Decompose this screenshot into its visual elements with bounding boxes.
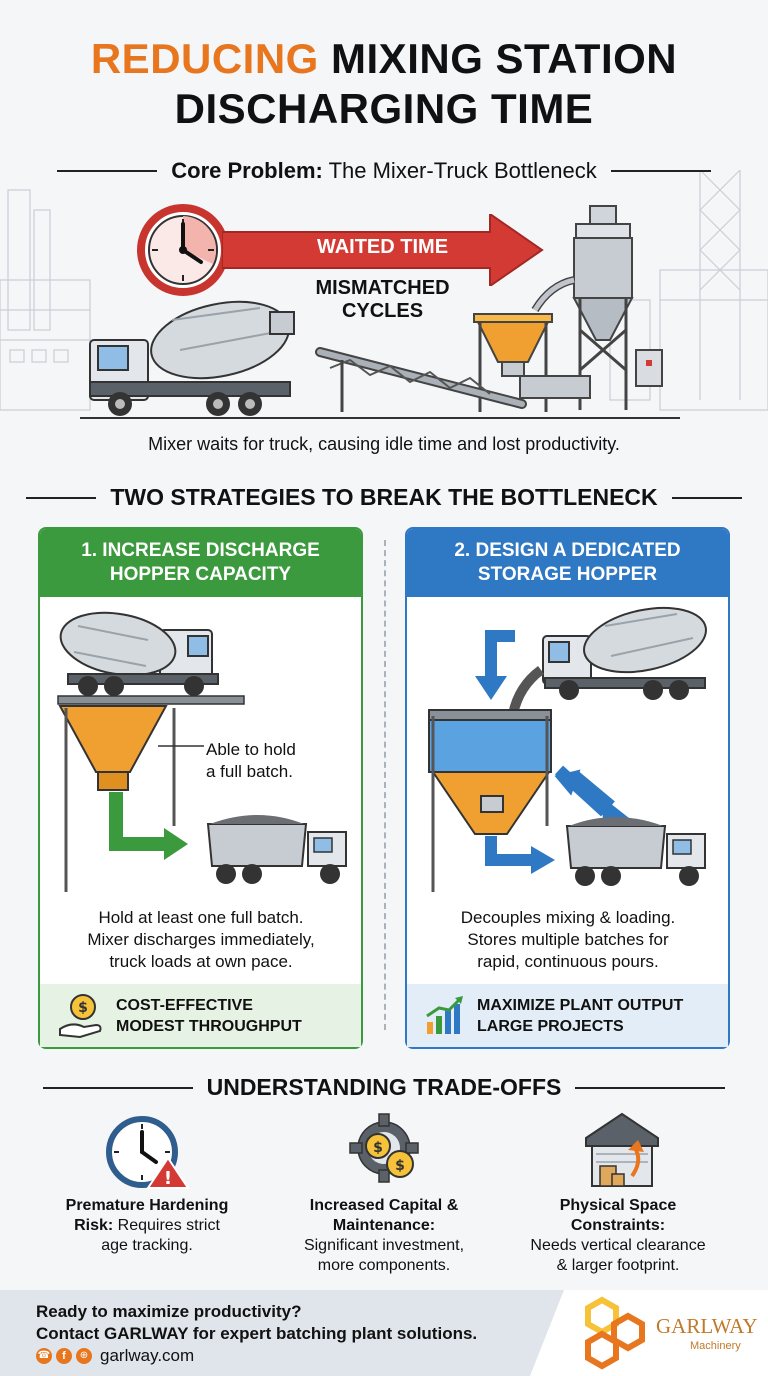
coin-hand-icon: $: [59, 993, 102, 1038]
tradeoff-item-space: Physical Space Constraints: Needs vertic…: [530, 1197, 706, 1274]
tradeoff-item-hardening: Premature Hardening Risk: Requires stric…: [65, 1197, 229, 1254]
strategy-benefit: MAXIMIZE PLANT OUTPUT LARGE PROJECTS: [407, 984, 728, 1047]
mixer-truck-icon: [542, 606, 707, 700]
svg-text:!: !: [164, 1168, 172, 1189]
title-line2: DISCHARGING TIME: [174, 85, 594, 132]
phone-icon[interactable]: ☎: [36, 1348, 52, 1364]
silo-icon: [531, 205, 663, 410]
mixer-truck-scene: [80, 205, 680, 419]
blue-arrow-icon: [475, 676, 507, 700]
mismatched-cycles-label: MISMATCHED CYCLES: [315, 277, 450, 322]
tradeoffs-heading: UNDERSTANDING TRADE-OFFS: [0, 1074, 768, 1101]
svg-text:$: $: [78, 1000, 88, 1016]
waited-time-label: WAITED TIME: [316, 236, 449, 258]
strategy-title: 2. DESIGN A DEDICATED STORAGE HOPPER: [407, 529, 728, 597]
growth-chart-icon: [426, 995, 463, 1034]
gear-money-icon: $ $: [349, 1113, 419, 1183]
mixer-truck-icon: [59, 611, 219, 696]
warehouse-space-icon: [585, 1112, 659, 1187]
title-accent: REDUCING: [90, 35, 319, 82]
strategies-heading: TWO STRATEGIES TO BREAK THE BOTTLENECK: [0, 484, 768, 511]
globe-icon[interactable]: ⊕: [76, 1348, 92, 1364]
large-hopper-illustration: [57, 611, 347, 892]
cta-question: Ready to maximize productivity?: [36, 1302, 302, 1321]
strategy-description: Decouples mixing & loading. Stores multi…: [460, 908, 676, 971]
logo-subtitle: Machinery: [690, 1340, 741, 1352]
benefit-line1: MAXIMIZE PLANT OUTPUT: [477, 996, 684, 1014]
hopper-callout: Able to hold a full batch.: [206, 740, 296, 781]
page-title: REDUCING MIXING STATION DISCHARGING TIME: [0, 34, 768, 134]
website-link[interactable]: garlway.com: [100, 1346, 195, 1365]
dump-truck-icon: [206, 815, 347, 884]
storage-hopper-illustration: [428, 606, 707, 892]
benefit-line2: MODEST THROUGHPUT: [116, 1017, 302, 1035]
benefit-line1: COST-EFFECTIVE: [116, 996, 253, 1014]
core-problem-caption: Mixer waits for truck, causing idle time…: [148, 434, 620, 454]
title-line1-rest: MIXING STATION: [331, 35, 678, 82]
clock-warning-icon: !: [106, 1116, 190, 1189]
clock-icon: [137, 204, 229, 296]
storage-hopper-icon: [428, 709, 552, 892]
facebook-icon[interactable]: f: [56, 1348, 72, 1364]
mixer-truck-icon: [89, 300, 295, 416]
core-problem-subtitle: The Mixer-Truck Bottleneck: [328, 158, 597, 183]
strategy-benefit: $ COST-EFFECTIVE MODEST THROUGHPUT: [40, 984, 361, 1047]
strategy-title: 1. INCREASE DISCHARGE HOPPER CAPACITY: [40, 529, 361, 597]
cta-brand: GARLWAY: [104, 1324, 189, 1343]
strategy-description: Hold at least one full batch. Mixer disc…: [87, 908, 315, 971]
logo-name: GARLWAY: [656, 1314, 758, 1338]
core-problem-heading: Core Problem: The Mixer-Truck Bottleneck: [0, 158, 768, 184]
svg-text:$: $: [395, 1158, 405, 1174]
footer-contact: ☎ f ⊕ garlway.com: [36, 1346, 194, 1366]
garlway-hexagon-logo-icon: [585, 1296, 645, 1370]
tradeoff-item-capital: Increased Capital & Maintenance: Signifi…: [303, 1197, 465, 1274]
benefit-line2: LARGE PROJECTS: [477, 1017, 624, 1035]
background-industrial-lineart: [0, 170, 768, 411]
hopper-icon: [58, 705, 204, 892]
divider-left: [57, 170, 158, 172]
strategies-divider: [384, 540, 386, 1030]
waited-time-arrow: [222, 214, 544, 286]
dump-truck-icon: [565, 817, 706, 886]
green-arrow-icon: [164, 828, 188, 860]
svg-text:$: $: [373, 1140, 383, 1156]
footer-cta: Ready to maximize productivity? Contact …: [36, 1302, 478, 1343]
core-problem-label: Core Problem:: [171, 158, 323, 183]
divider-right: [610, 170, 711, 172]
conveyor-icon: [315, 347, 527, 412]
strategy-card-hopper-capacity: 1. INCREASE DISCHARGE HOPPER CAPACITY: [38, 527, 363, 1049]
